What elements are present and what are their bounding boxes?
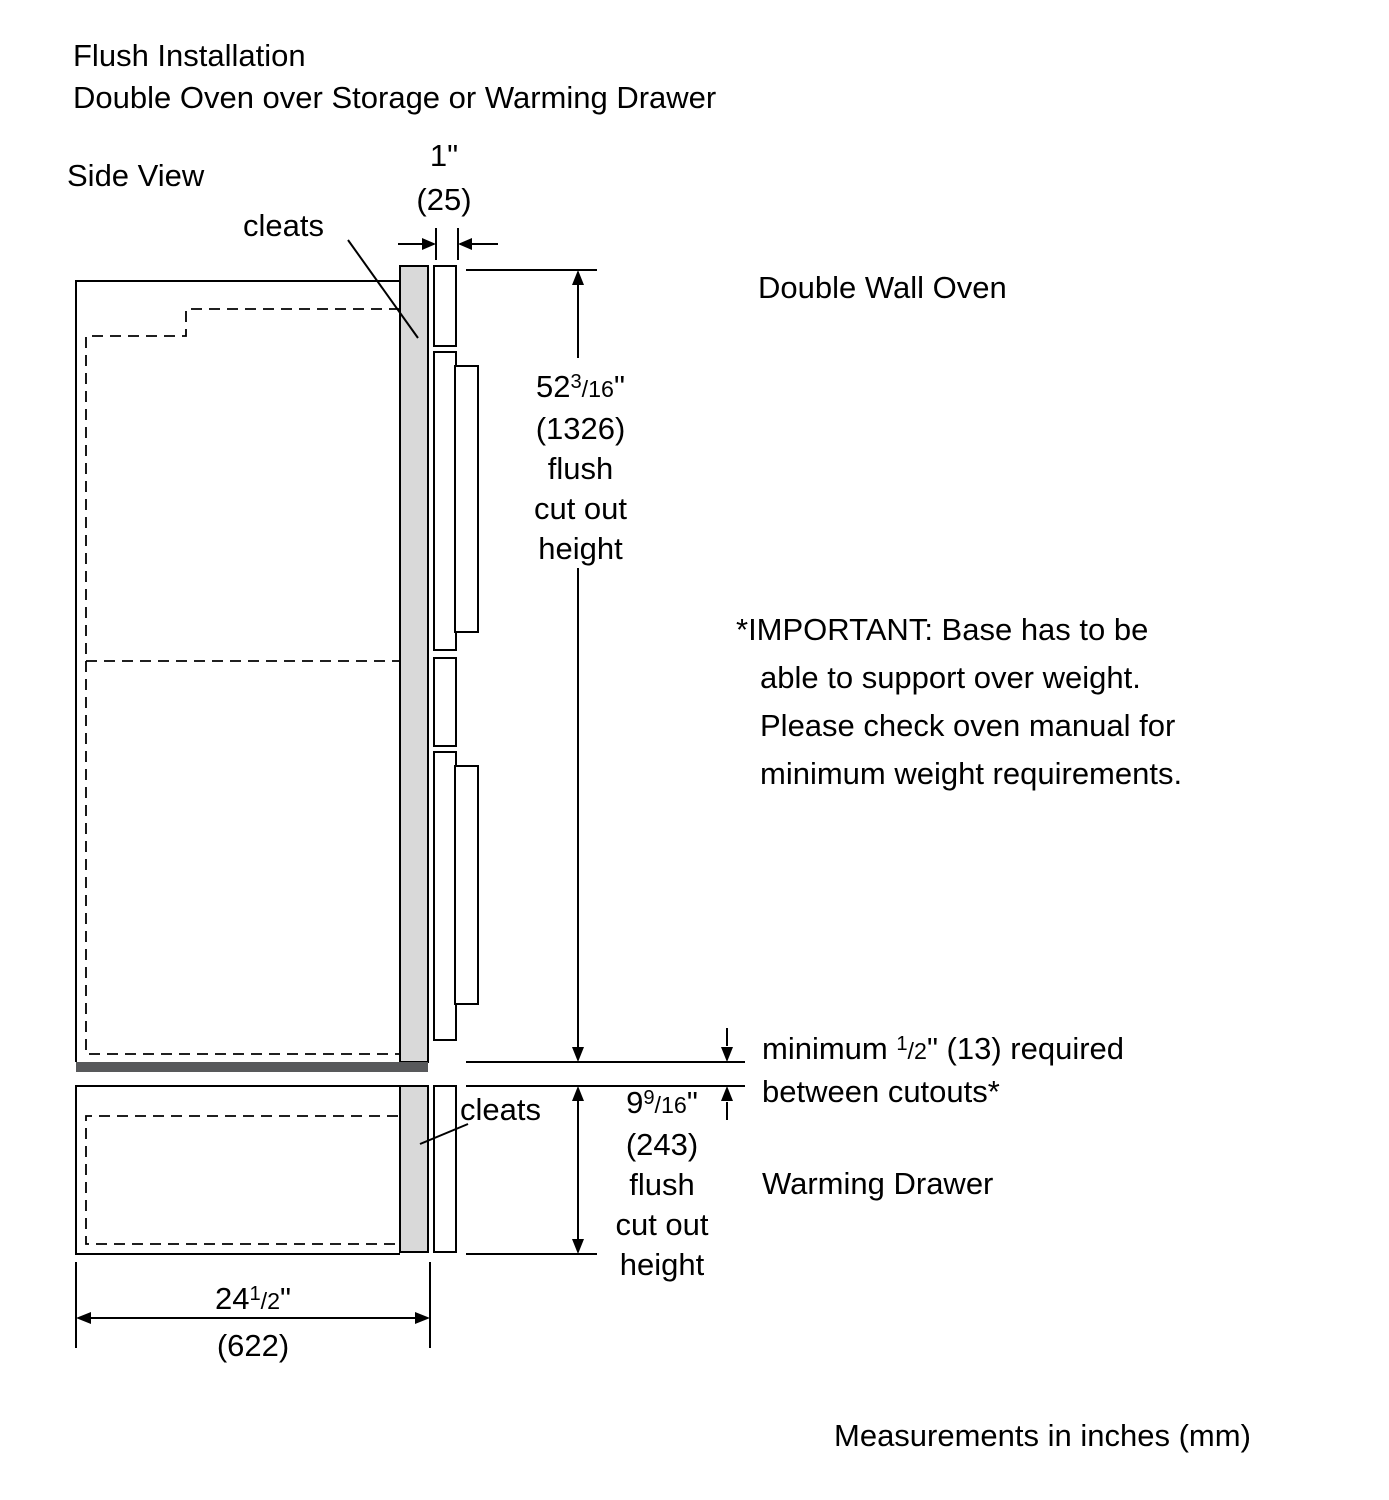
important-note-line3: Please check oven manual for [760,708,1176,743]
oven-top-trim [433,265,457,347]
dim-9-mm: (243) [625,1127,699,1163]
cabinet-outlines [75,280,400,1255]
dim-9-desc1: flush [629,1167,695,1203]
dim-24-frac-den: /2 [260,1288,281,1315]
cleats-top-label: cleats [243,208,324,243]
dim-9-inches: 99/16" [592,1078,732,1125]
min-gap-arrow-up [721,1086,733,1101]
dim-24-inches: 241/2" [178,1274,328,1321]
dim-52-inches: 523/16" [498,362,663,409]
appliance-front-profile [433,265,479,1253]
warming-drawer-front [433,1085,457,1253]
dim-52-arrow-bottom [572,1047,584,1062]
dim-9-whole: 9 [626,1085,644,1121]
dim-52-desc3: height [538,531,623,567]
page-title-line2: Double Oven over Storage or Warming Draw… [73,80,717,115]
double-wall-oven-label: Double Wall Oven [758,270,1007,305]
important-note: *IMPORTANT: Base has to be able to suppo… [736,606,1182,798]
important-note-line4: minimum weight requirements. [760,756,1183,791]
dim-9-arrow-bottom [572,1239,584,1254]
dim-9-frac-num: 9 [643,1087,655,1109]
dim-9-arrow-top [572,1086,584,1101]
support-base-bar [76,1062,428,1072]
dim-52-frac-num: 3 [570,371,582,393]
dim-1in-inches: 1" [429,138,459,173]
lower-door-inner [454,765,479,1005]
min-gap-text-line1: minimum 1/2" (13) required [762,1024,1124,1071]
important-note-line2: able to support over weight. [760,660,1141,695]
cleats-top-leader [347,239,419,339]
min-gap-prefix: minimum [762,1031,897,1067]
dim-24-mm: (622) [216,1328,290,1363]
upper-door-inner [454,365,479,633]
dim-9-desc2: cut out [615,1207,709,1243]
cleat-strip-lower [399,1085,429,1253]
dim-1in-arrow-right [458,238,472,250]
dim-52-mm: (1326) [535,411,626,447]
dim-9-text-block: 99/16" (243) flush cut out height [592,1078,732,1285]
drawer-cutout-dashed [85,1115,398,1245]
dim-1in-mm: (25) [416,182,472,217]
upper-cutout-dashed [85,308,400,1055]
lower-door-outer [433,751,457,1041]
upper-cabinet-outline [75,280,400,1062]
dim-9-unit: " [686,1085,698,1121]
dim-1in-arrow-left [422,238,436,250]
dim-52-desc1: flush [547,451,614,487]
dim-9-frac-den: /16 [654,1092,687,1119]
dim-24-unit: " [280,1281,292,1317]
dim-52-desc2: cut out [533,491,628,527]
min-gap-arrow-down [721,1047,733,1062]
dimension-lines [75,228,745,1348]
dim-52-arrow-top [572,270,584,285]
measurements-note: Measurements in inches (mm) [834,1418,1251,1453]
dim-52-frac-den: /16 [581,376,614,403]
dim-9-desc3: height [619,1247,705,1283]
dim-52-whole: 52 [535,369,571,405]
cleat-strip-upper [399,265,429,1063]
min-gap-text-line2: between cutouts* [762,1074,1000,1109]
important-note-line1: *IMPORTANT: Base has to be [736,612,1149,647]
drawer-cabinet-outline [75,1085,400,1255]
cleats-bottom-label: cleats [460,1092,541,1127]
upper-door-outer [433,351,457,651]
dim-24-frac-num: 1 [249,1283,261,1305]
side-view-label: Side View [67,158,205,193]
dashed-cutout-lines [85,308,400,1245]
min-gap-frac-num: 1 [896,1033,908,1055]
dim-24-whole: 24 [214,1281,250,1317]
dim-24-arrow-left [76,1312,91,1324]
cleats-bottom-leader [419,1123,469,1145]
dim-24-arrow-right [415,1312,430,1324]
dimension-arrowheads [76,238,733,1324]
page-title-line1: Flush Installation [73,38,306,73]
dim-52-unit: " [614,369,626,405]
cleat-strips [399,265,429,1253]
min-gap-suffix: " (13) required [926,1031,1125,1067]
control-panel-trim [433,657,457,747]
min-gap-frac-den: /2 [907,1038,927,1065]
warming-drawer-label: Warming Drawer [762,1166,994,1201]
dim-52-text-block: 523/16" (1326) flush cut out height [498,362,663,569]
